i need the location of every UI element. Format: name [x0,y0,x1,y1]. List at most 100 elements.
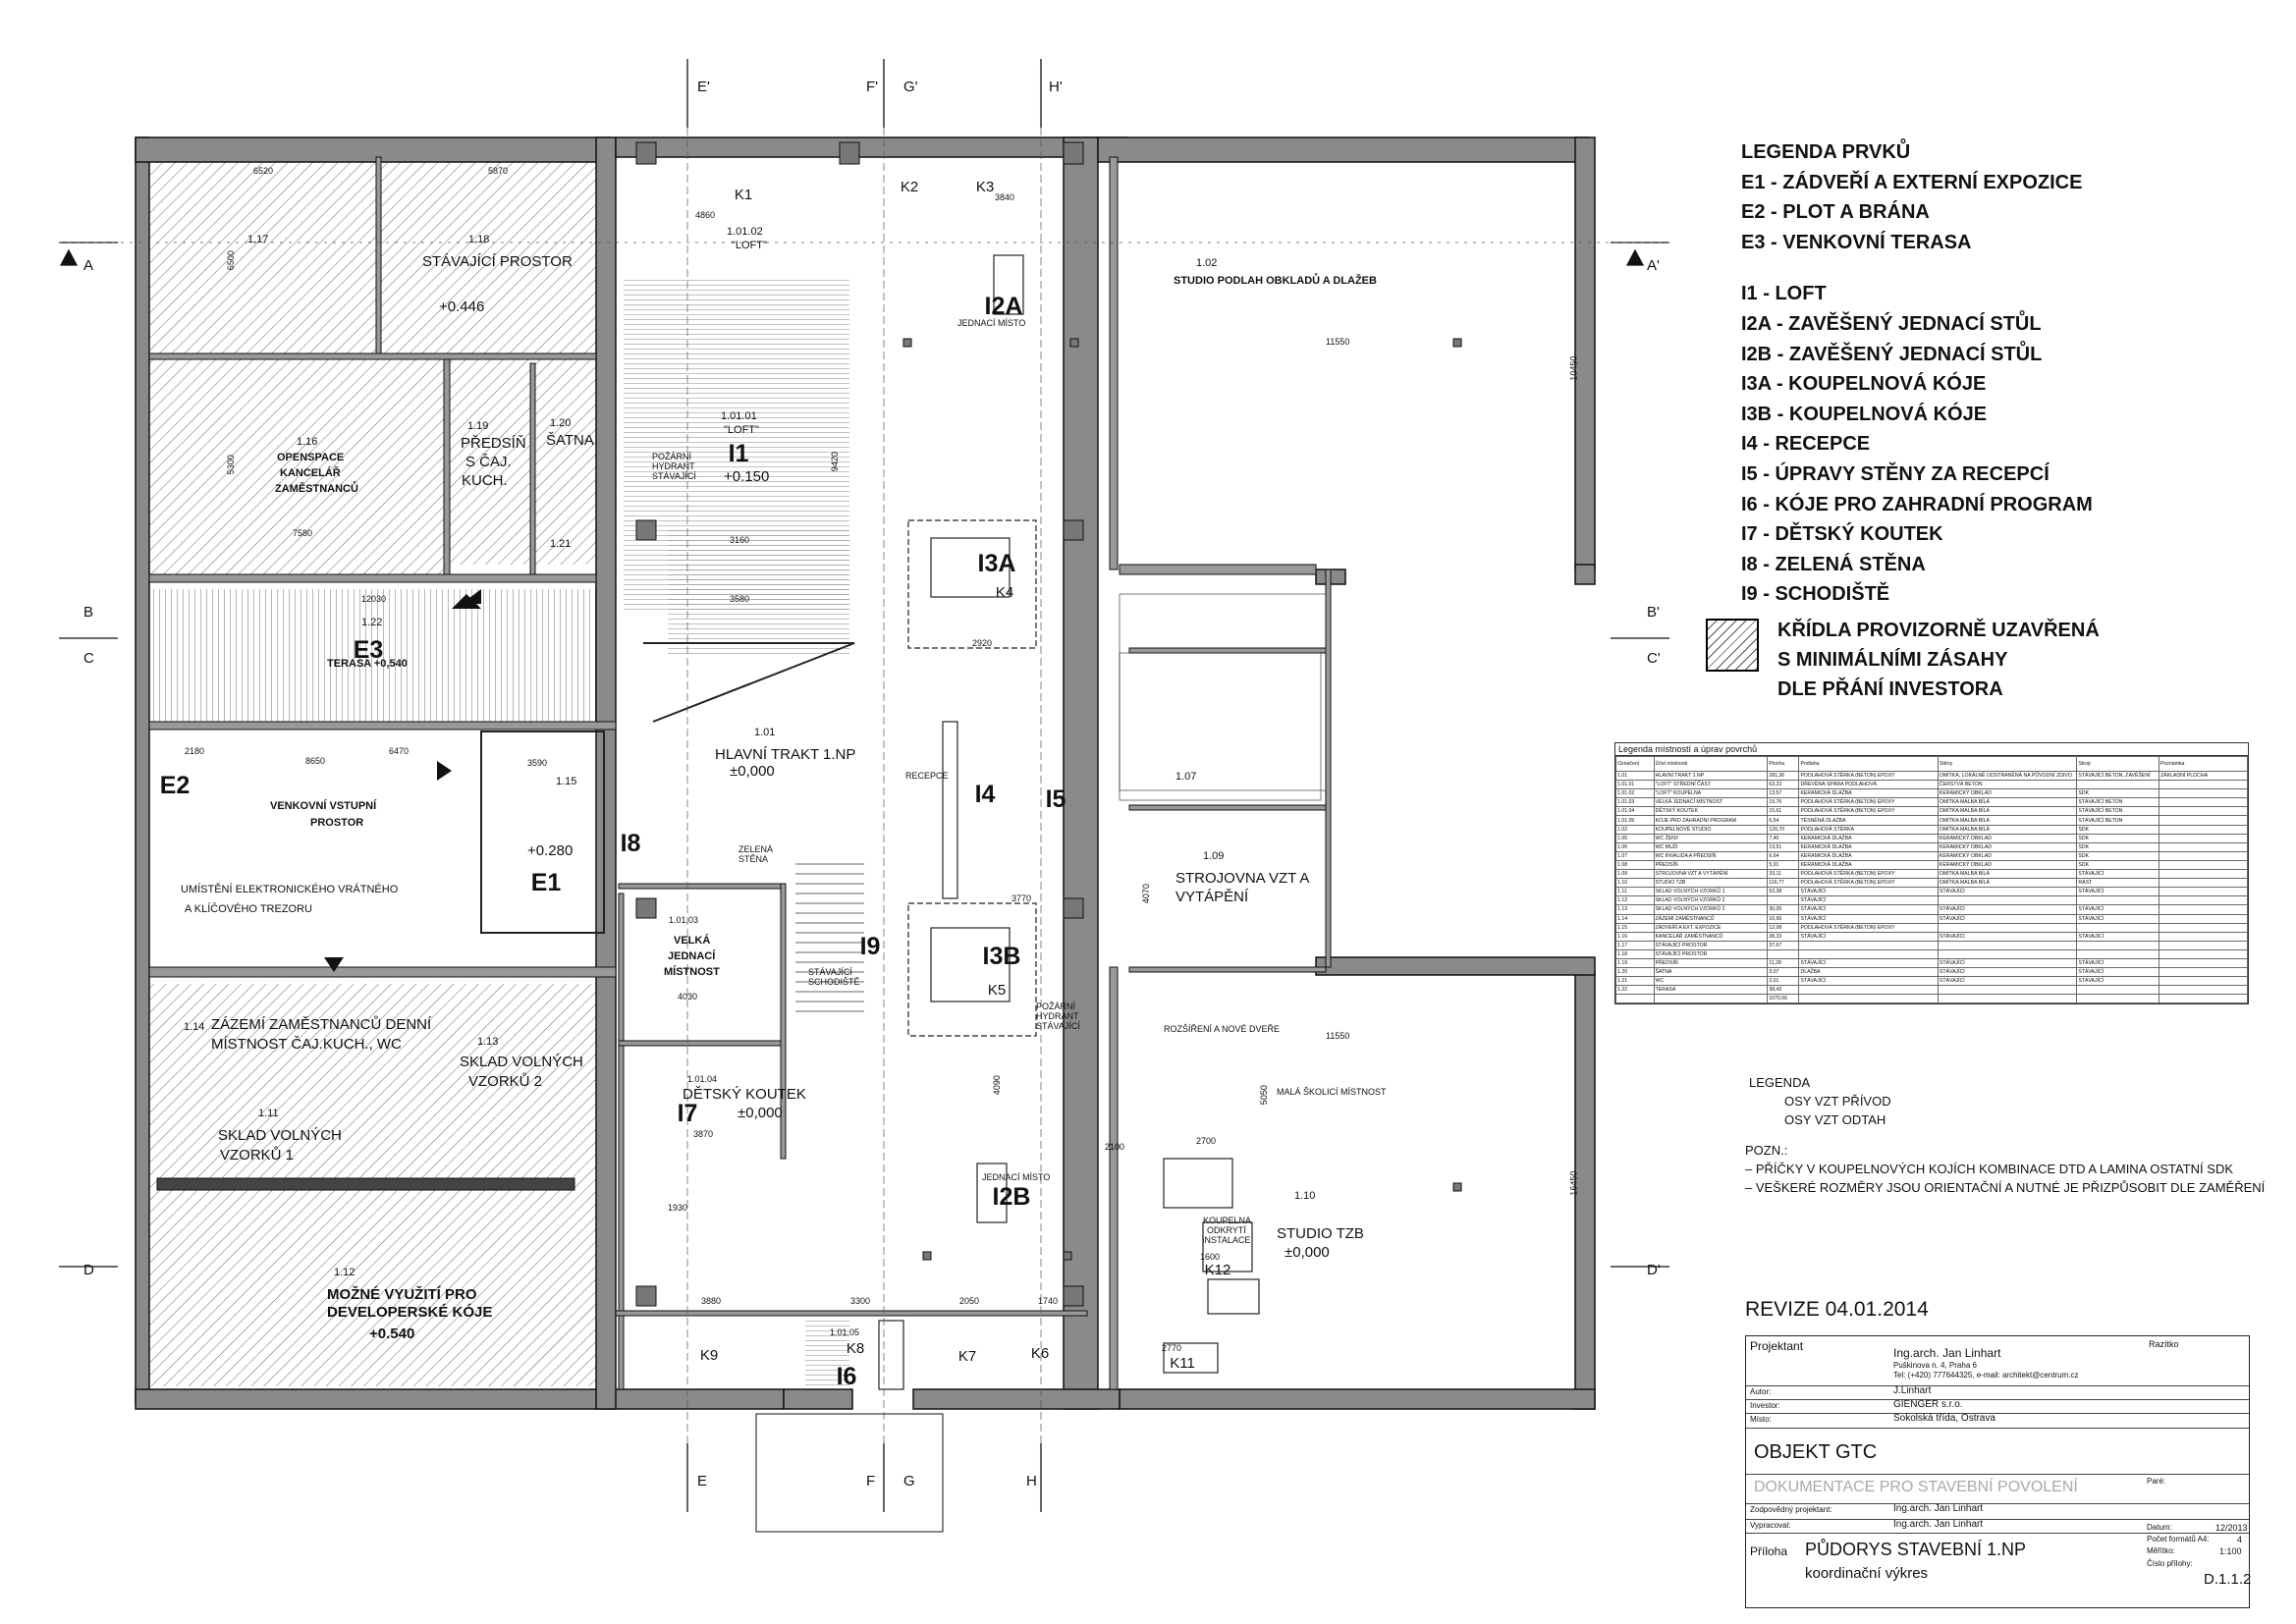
element-i2a: I2A [984,293,1023,320]
hatch-note-l3: DLE PŘÁNÍ INVESTORA [1777,678,2003,700]
tb-zodp-label: Zodpovědný projektant: [1750,1505,1832,1514]
table-cell: 19,76 [1767,797,1800,808]
table-cell: WC ŽENY [1653,833,1769,843]
room-1-01-05: 1.01.05 [830,1327,860,1337]
room-1-19-num: 1.19 [467,420,489,432]
room-1-01-04-name: DĚTSKÝ KOUTEK [683,1086,806,1103]
table-cell: PODLAHOVÁ STĚRKA (BETON) EPOXY [1798,869,1939,880]
table-cell: 1.13 [1615,904,1655,915]
tb-objekt: OBJEKT GTC [1754,1441,1878,1463]
section-f-prime: F' [866,79,879,95]
dim: 1740 [1038,1296,1059,1306]
table-cell: 6,54 [1767,815,1800,826]
schedule-title: Legenda místností a úprav povrchů [1615,743,2248,756]
table-cell: 16,66 [1767,913,1800,924]
table-cell: STÁVAJÍCÍ [2076,913,2159,924]
room-1-07: 1.07 [1175,771,1197,783]
table-cell: 1.10 [1615,878,1655,889]
element-i1: I1 [728,440,749,467]
table-cell [1798,994,1939,1004]
dim: 6470 [389,746,410,756]
title-block: Projektant Ing.arch. Jan Linhart Puškino… [1745,1335,2251,1608]
table-cell: HLAVNÍ TRAKT 1.NP [1653,770,1769,782]
table-cell: TERASA [1653,985,1769,996]
table-cell [1937,994,2078,1004]
schedule-header-cell: Účel místnosti [1653,756,1769,772]
hatched-areas [149,162,609,1386]
element-e2: E2 [159,772,191,799]
kiosk-k3: K3 [975,179,995,195]
table-cell: STÁVAJÍCÍ [1798,957,1939,969]
terrace-boards [152,589,604,727]
dim: 9420 [829,452,840,472]
room-1-10-level: ±0,000 [1285,1244,1330,1261]
legend-e1: E1 - ZÁDVEŘÍ A EXTERNÍ EXPOZICE [1741,171,2083,193]
room-1-12-l1: MOŽNÉ VYUŽITÍ PRO [327,1286,477,1303]
room-1-14-num: 1.14 [184,1021,205,1033]
table-cell: 6,64 [1767,850,1800,861]
table-cell: STROJOVNA VZT A VYTÁPĚNÍ [1653,869,1769,880]
table-cell: 1.21 [1615,976,1655,987]
table-cell: TĚSNĚNÁ DLAŽBA [1798,815,1939,826]
legend-i5: I5 - ÚPRAVY STĚNY ZA RECEPCÍ [1741,462,2050,485]
table-cell: 281,36 [1767,770,1800,782]
pozarni-l3: STÁVAJÍCÍ [652,471,696,481]
table-cell [1937,895,2078,906]
legend-i6: I6 - KÓJE PRO ZAHRADNÍ PROGRAM [1741,493,2093,515]
columns [635,141,1462,1307]
tb-vypr: Ing.arch. Jan Linhart [1893,1519,1984,1530]
notes-legenda: LEGENDA [1749,1075,1811,1090]
table-cell [2158,797,2249,808]
room-1-18-level: +0.446 [439,298,485,315]
table-cell: 33,11 [1767,869,1800,880]
pozarni-l1: POŽÁRNÍ [652,452,692,461]
dim: 4030 [678,992,698,1001]
table-cell: 1.09 [1615,869,1655,880]
room-1-11-num: 1.11 [258,1108,279,1119]
table-cell: STÁVAJÍCÍ [1937,957,2078,969]
table-cell [2158,940,2249,950]
room-1-09-l1: STROJOVNA VZT A [1175,870,1310,887]
room-1-10-num: 1.10 [1294,1190,1316,1202]
table-cell: 11,28 [1767,957,1800,969]
hatch-note-l1: KŘÍDLA PROVIZORNĚ UZAVŘENÁ [1777,620,2100,641]
room-1-18-name: STÁVAJÍCÍ PROSTOR [422,253,573,270]
table-cell: OMÍTKA MALBA BÍLÁ [1937,878,2078,889]
table-cell: 1.01.05 [1615,815,1655,826]
legend-i2a: I2A - ZAVĚŠENÝ JEDNACÍ STŮL [1741,312,2042,335]
table-cell: 1.11 [1615,887,1655,897]
table-cell: KERAMICKÝ OBKLAD [1937,788,2078,799]
table-cell: 1.06 [1615,841,1655,852]
table-cell: 38,43 [1767,985,1800,996]
table-cell [2076,895,2159,906]
section-c-prime: C' [1647,650,1661,667]
table-cell: 1.22 [1615,985,1655,996]
table-cell: 1.01.01 [1615,780,1655,790]
table-cell: KÓJE PRO ZAHRADNÍ PROGRAM [1653,815,1769,826]
dim: 3870 [693,1129,714,1139]
dim: 16450 [1568,1170,1579,1196]
table-cell [2158,931,2249,942]
table-cell: ZÁKLADNÍ PLOCHA [2158,770,2249,782]
room-1-02-name: STUDIO PODLAH OBKLADŮ A DLAŽEB [1174,275,1377,287]
table-cell: OMÍTKA MALBA BÍLÁ [1937,869,2078,880]
table-cell: 37,67 [1767,940,1800,950]
table-cell: 1.15 [1615,922,1655,933]
kiosk-k7: K7 [957,1348,977,1365]
table-cell: 1.19 [1615,957,1655,969]
table-cell: 1.17 [1615,940,1655,950]
table-cell: STÁVAJÍCÍ [2076,869,2159,880]
room-1-21: 1.21 [550,538,572,550]
table-cell: 1070,66 [1767,994,1800,1004]
table-cell: STÁVAJÍCÍ BETON [2076,806,2159,817]
table-cell: 1.01 [1615,770,1655,782]
table-cell: 1.16 [1615,931,1655,942]
